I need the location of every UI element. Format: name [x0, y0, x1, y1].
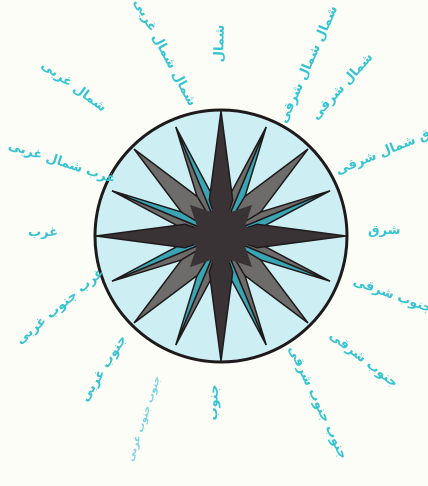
label-west: غرب: [28, 226, 58, 239]
label-south: جنوب: [207, 384, 221, 420]
label-east: شرق: [368, 224, 401, 237]
label-north: شمال: [213, 24, 227, 62]
compass-center-star: [177, 192, 265, 280]
